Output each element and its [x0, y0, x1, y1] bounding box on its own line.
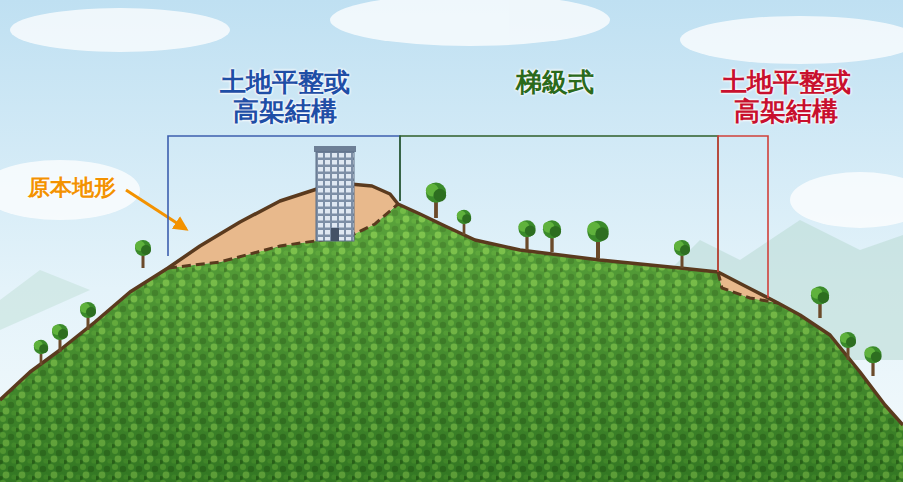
building-door — [331, 228, 339, 241]
tree — [864, 346, 881, 376]
tree — [587, 221, 608, 258]
tree — [457, 210, 471, 235]
tree — [34, 340, 48, 365]
cloud — [330, 0, 610, 46]
region-heading: 梯級式 — [516, 68, 594, 97]
tree — [543, 220, 561, 252]
cloud — [0, 160, 140, 220]
tree — [426, 183, 446, 218]
bracket-line — [718, 136, 768, 298]
building-body — [316, 152, 354, 241]
bracket-outline — [400, 136, 718, 272]
region-heading: 土地平整或 高架結構 — [715, 68, 858, 125]
cloud — [680, 16, 903, 64]
tree — [80, 302, 96, 330]
region-bracket: 土地平整或 高架結構 — [168, 136, 400, 256]
bracket-line — [400, 136, 718, 272]
tree — [135, 240, 151, 268]
cut-line — [168, 204, 398, 268]
original-soil — [168, 184, 398, 268]
terrain-label: 原本地形 — [28, 176, 116, 200]
cloud — [790, 172, 903, 228]
building — [314, 146, 356, 241]
region-bracket: 土地平整或 高架結構 — [718, 136, 768, 298]
cloud — [10, 8, 230, 52]
bracket-line — [168, 136, 400, 256]
region-heading: 土地平整或 高架結構 — [214, 68, 357, 125]
cut-line — [718, 272, 778, 303]
tree — [674, 240, 690, 268]
leader-arrow — [126, 190, 186, 229]
distant-mountains — [0, 270, 90, 330]
building-roof — [314, 146, 356, 152]
bracket-outline — [168, 136, 400, 256]
bracket-outline — [718, 136, 768, 298]
region-bracket: 梯級式 — [400, 136, 718, 272]
trees — [34, 183, 882, 376]
tree — [840, 332, 856, 360]
tree — [52, 324, 68, 352]
tree — [811, 286, 829, 318]
tree — [518, 220, 535, 250]
